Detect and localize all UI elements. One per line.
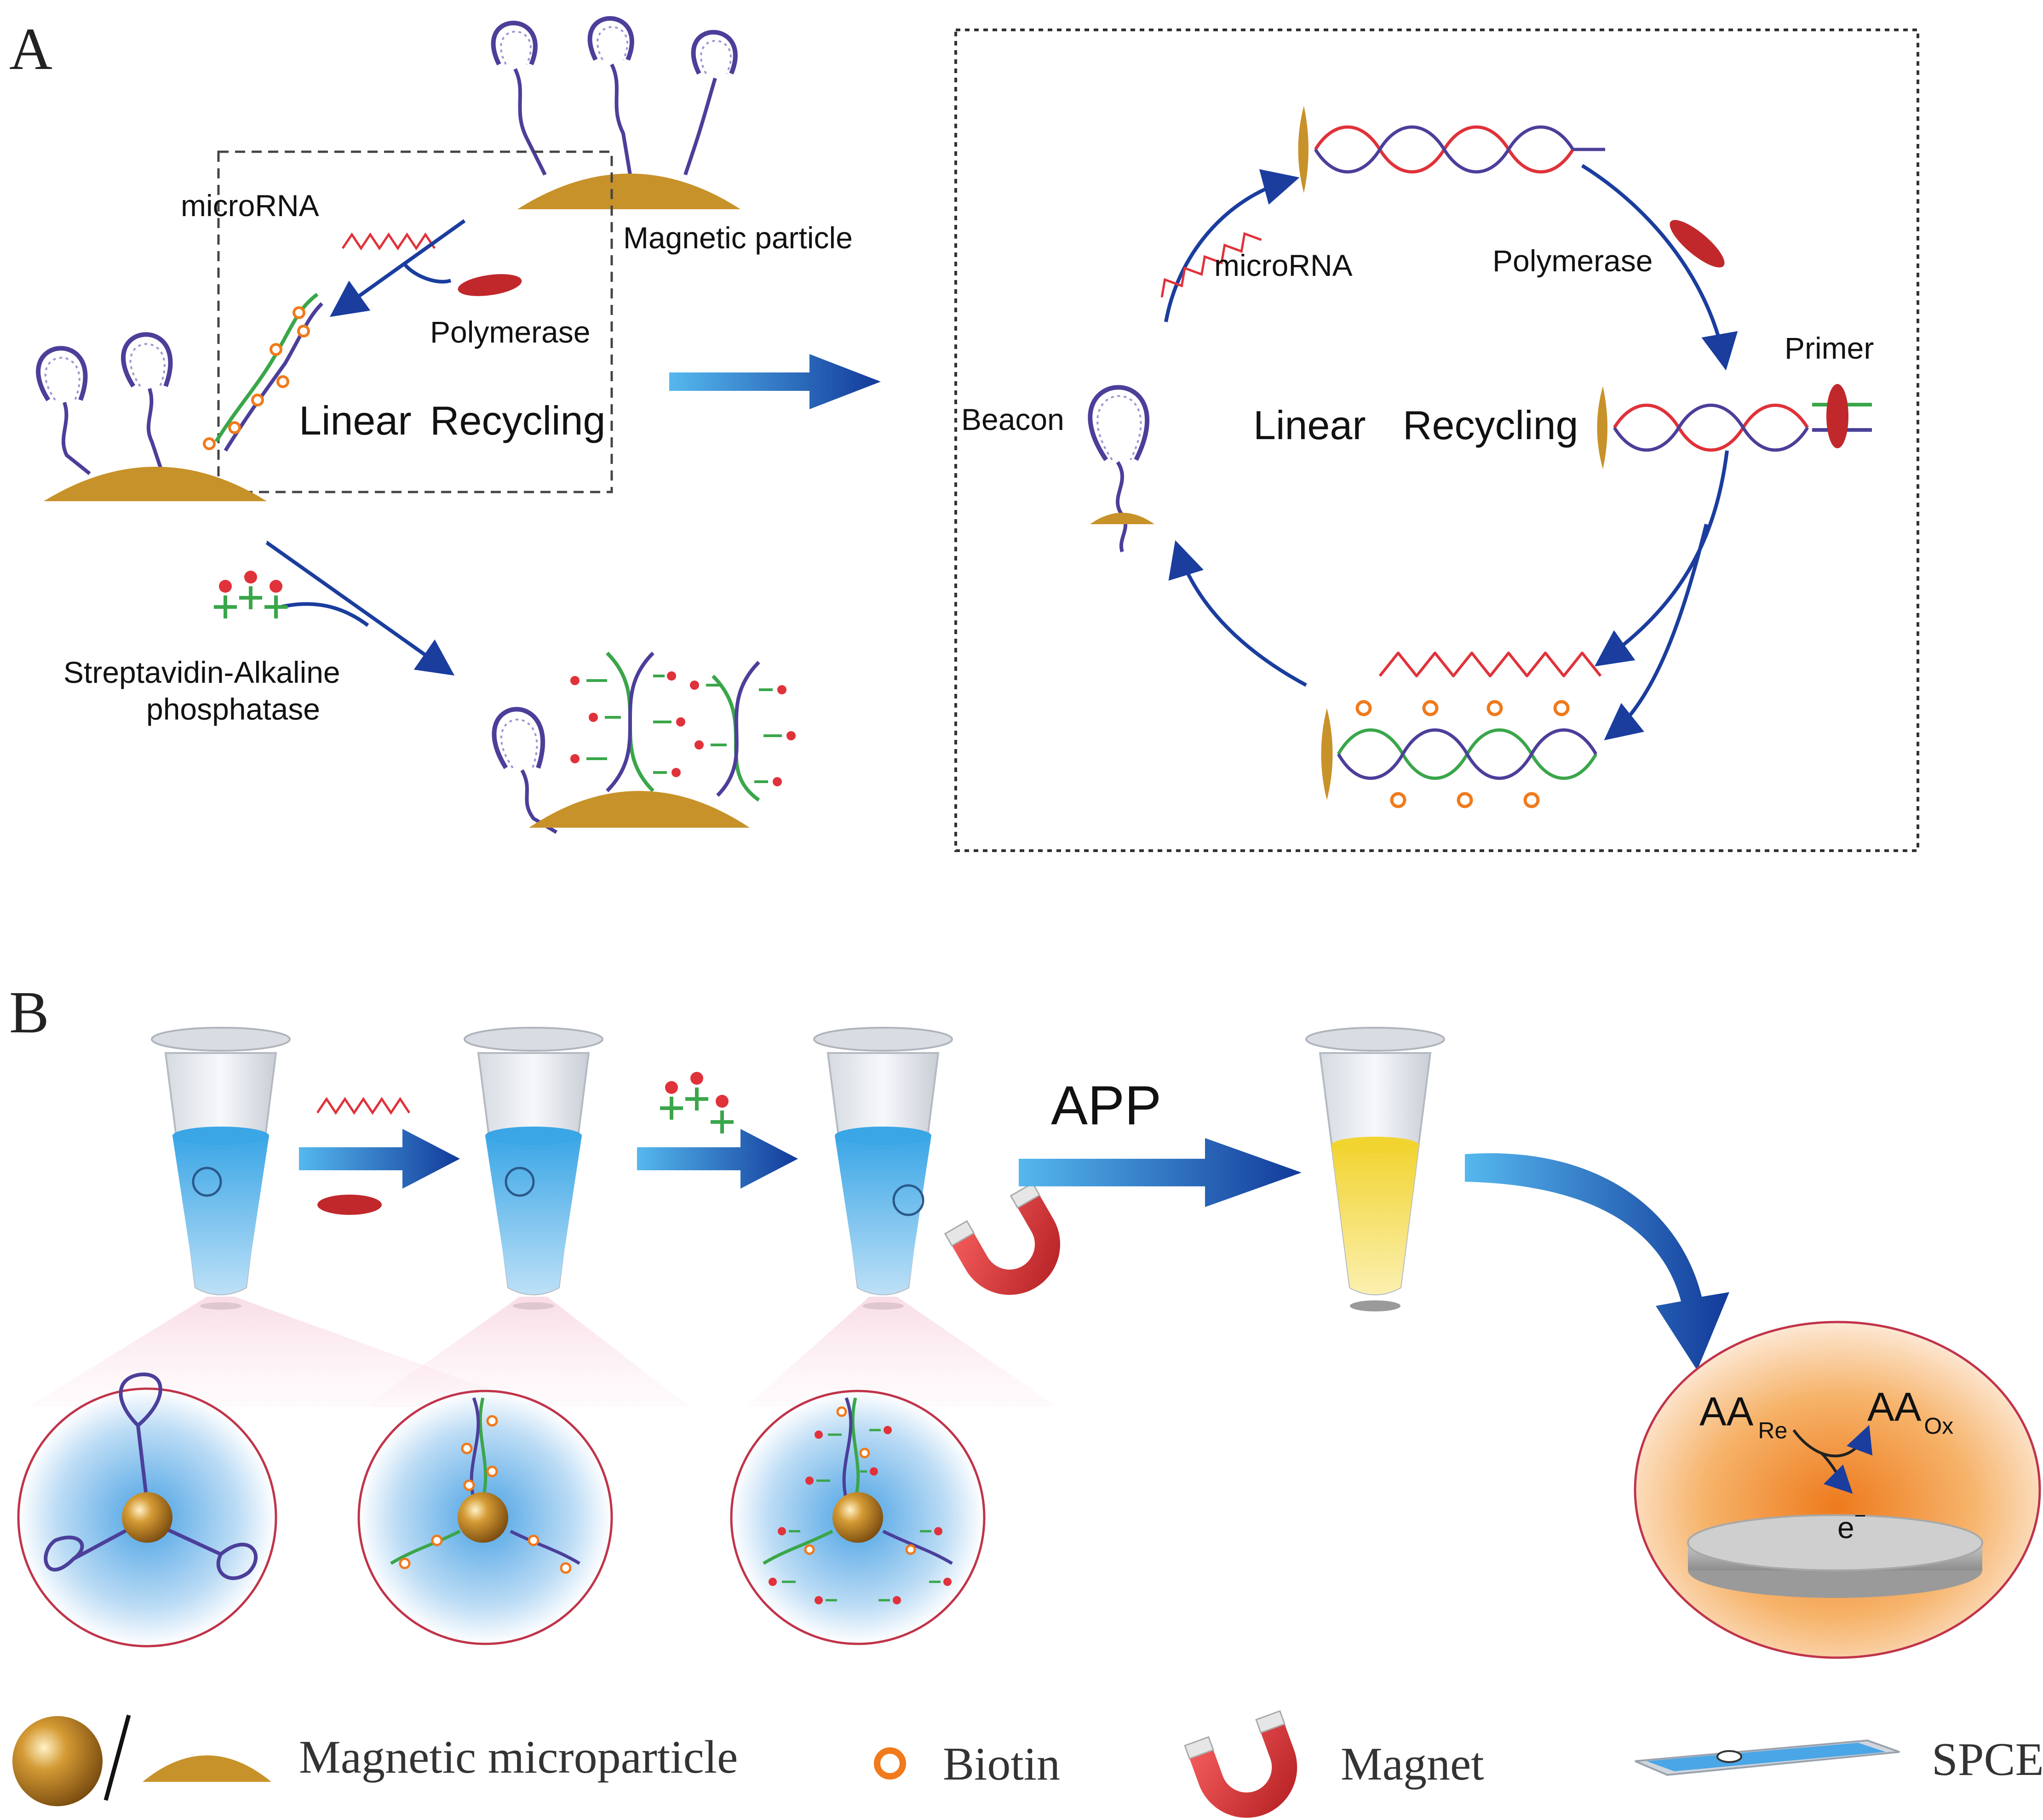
legend-label-magnet: Magnet [1341, 1738, 1484, 1790]
label-linear: Linear [299, 398, 412, 443]
magnet-icon-tube [944, 1182, 1060, 1295]
magnetic-particle-bottom [529, 791, 750, 828]
zoom-circle-1 [17, 1372, 277, 1648]
label-sa-ap-line2: phosphatase [146, 692, 320, 726]
arrow-step-2 [637, 1129, 798, 1189]
legend-label-biotin: Biotin [943, 1738, 1060, 1790]
cycle-label-beacon: Beacon [961, 402, 1064, 436]
tube-3 [813, 1027, 953, 1310]
label-electron: e− [1837, 1505, 1866, 1545]
polymerase-icon [458, 274, 522, 296]
cycle-duplex-top [1298, 106, 1605, 193]
electrode-disk-top [1687, 1514, 1983, 1571]
legend-label-spce: SPCE [1932, 1734, 2043, 1786]
magnetic-particle-top [517, 173, 740, 209]
legend-slash [103, 1714, 131, 1801]
cycle-duplex-biotin [1321, 652, 1602, 808]
streptavidin-ap-icon-b [660, 1072, 734, 1133]
streptavidin-ap-icon [214, 571, 287, 618]
labeled-particle-group [492, 652, 796, 834]
legend-biotin-icon [874, 1747, 906, 1780]
arrow-hybridize-branch [403, 263, 452, 284]
tube-4-yellow [1305, 1027, 1445, 1311]
arrow-to-electrode [1465, 1153, 1729, 1370]
magnetic-particle-left [44, 467, 267, 501]
label-app: APP [1051, 1075, 1161, 1136]
arrow-to-labeled [265, 541, 455, 676]
duplex-with-biotin [203, 292, 323, 452]
polymerase-icon-b [317, 1195, 382, 1215]
zoom-cone-2 [363, 1297, 690, 1407]
cycle-arrow-top-right [1581, 164, 1738, 371]
cycle-label-linear: Linear [1253, 402, 1366, 448]
microrna-strand-b [316, 1097, 411, 1115]
tube-1 [151, 1027, 291, 1310]
cycle-beacon [1088, 385, 1154, 553]
arrow-step-3 [1019, 1138, 1302, 1207]
zoom-circle-2 [357, 1390, 613, 1645]
hairpin-beacon [587, 16, 634, 175]
left-magnetic-particle-group [36, 292, 323, 501]
hairpin-beacon [491, 21, 547, 176]
label-aa-reduced-sub: Re [1758, 1418, 1787, 1443]
electron-arrow [1820, 1452, 1853, 1494]
legend-magnet-icon [1184, 1710, 1297, 1818]
cycle-label-recycling: Recycling [1403, 402, 1578, 448]
zoom-circle-3 [730, 1390, 986, 1645]
cycle-arrow-right-down-b [1604, 524, 1708, 741]
cycle-polymerase-icon [1670, 220, 1725, 268]
zoom-box-dashed [217, 150, 613, 493]
arrow-step-1 [299, 1129, 460, 1189]
hairpin-beacon [121, 332, 173, 470]
panel-a-letter: A [9, 16, 52, 82]
legend-spce-icon [1635, 1739, 1900, 1776]
label-polymerase: Polymerase [430, 315, 590, 349]
cycle-arrow-top-left [1164, 169, 1300, 322]
label-aa-oxidized-sub: Ox [1924, 1413, 1953, 1439]
cycle-label-primer: Primer [1785, 331, 1874, 365]
cycle-label-microrna: microRNA [1214, 248, 1353, 282]
microrna-strand [341, 232, 436, 251]
legend-particle-half-icon [143, 1755, 271, 1782]
hairpin-beacon [36, 346, 91, 475]
label-sa-ap-line1: Streptavidin-Alkaline [63, 655, 340, 689]
zoom-cone-3 [745, 1297, 1058, 1407]
legend: Magnetic microparticle Biotin Magnet SPC… [12, 1710, 2043, 1818]
cycle-box-dashed [954, 29, 1919, 852]
label-recycling: Recycling [430, 398, 605, 443]
label-magnetic-particle: Magnetic particle [623, 221, 853, 255]
redox-arrow [1792, 1425, 1873, 1458]
hairpin-beacon [492, 707, 558, 834]
label-microrna: microRNA [181, 189, 319, 223]
panel-b-letter: B [9, 979, 49, 1046]
cycle-arrow-bottom-left [1168, 540, 1307, 687]
electrode-circle [1634, 1321, 2041, 1659]
cycle-arrow-right-down-a [1594, 450, 1729, 667]
legend-bead-icon [12, 1716, 103, 1806]
arrow-to-cycle [669, 354, 881, 409]
arrow-hybridize [329, 219, 466, 317]
sa-ap-decorated-duplex [570, 652, 796, 802]
top-magnetic-particle-group [491, 16, 740, 209]
hairpin-beacon [683, 30, 738, 176]
cycle-label-polymerase: Polymerase [1492, 244, 1653, 278]
legend-label-particle: Magnetic microparticle [299, 1731, 738, 1783]
cycle-microrna-strand [1160, 232, 1262, 298]
arrow-branch-sa [280, 602, 369, 627]
cycle-duplex-primer [1597, 384, 1872, 469]
tube-2 [464, 1027, 603, 1310]
